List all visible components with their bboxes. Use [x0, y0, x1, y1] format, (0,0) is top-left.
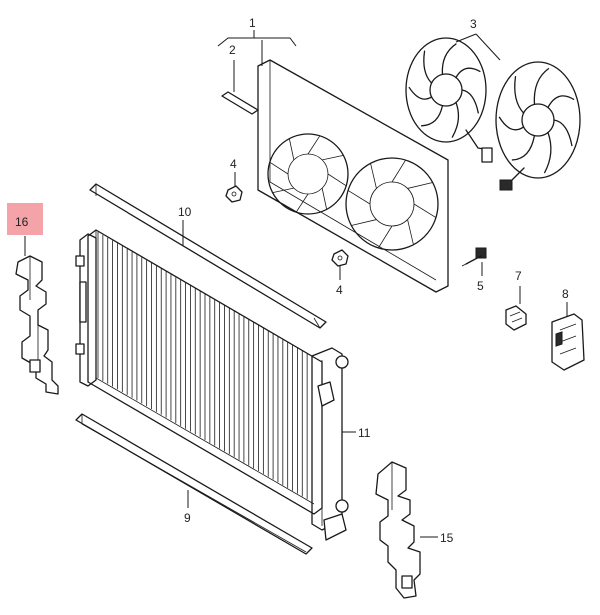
callout-8-label[interactable]: 8 — [562, 287, 569, 301]
drawing-stroke — [295, 193, 309, 213]
fan-blade — [498, 116, 525, 131]
drawing-stroke — [327, 173, 347, 187]
callout-2-label[interactable]: 2 — [229, 43, 236, 57]
drawing-stroke — [370, 163, 377, 189]
callout-10-label[interactable]: 10 — [178, 205, 192, 219]
fan-blade — [511, 134, 536, 161]
drawing-stroke — [413, 203, 437, 218]
fan-blade — [514, 75, 525, 114]
part-11-right-tank[interactable] — [311, 347, 349, 541]
part-5-bolt[interactable] — [461, 247, 487, 267]
callout-4a-label[interactable]: 4 — [230, 157, 237, 171]
part-3-fan-left[interactable] — [405, 37, 493, 163]
callout-16-label[interactable]: 16 — [15, 215, 29, 229]
fan-blade — [423, 50, 433, 84]
part-15-air-guide[interactable] — [375, 461, 421, 599]
drawing-stroke — [347, 190, 371, 205]
fan-blade — [451, 101, 460, 138]
part-9-lower-seal[interactable] — [75, 413, 313, 555]
fan-blade — [441, 43, 457, 76]
fan-blade — [408, 86, 433, 100]
radiator-left-tank[interactable] — [75, 233, 97, 387]
drawing-stroke — [307, 135, 321, 155]
part-3-fan-right[interactable] — [495, 61, 581, 191]
callout-9-label[interactable]: 9 — [184, 511, 191, 525]
drawing-stroke — [351, 219, 377, 226]
callout-15-label[interactable]: 15 — [440, 531, 454, 545]
callout-3-label[interactable]: 3 — [470, 17, 477, 31]
drawing-stroke — [272, 187, 294, 194]
drawing-stroke — [378, 225, 393, 249]
callout-5-label[interactable]: 5 — [477, 279, 484, 293]
part-7-clip[interactable] — [505, 305, 527, 331]
fan-blade — [553, 119, 573, 147]
radiator-core[interactable] — [87, 229, 323, 515]
part-2-seal-strip[interactable] — [221, 91, 259, 115]
fan-blade — [547, 95, 575, 109]
drawing-stroke — [407, 219, 414, 245]
part-10-upper-seal[interactable] — [89, 183, 327, 329]
part-4-nut-lower[interactable] — [331, 249, 349, 267]
drawing-stroke — [407, 182, 433, 189]
callout-11-label[interactable]: 11 — [358, 426, 371, 440]
callout-16-highlight — [7, 203, 43, 235]
drawing-stroke — [269, 161, 289, 175]
fan-blade — [455, 67, 481, 79]
drawing-stroke — [321, 188, 328, 210]
drawing-stroke — [288, 138, 295, 160]
part-8-bracket[interactable] — [551, 313, 585, 371]
part-1-fan-shroud[interactable] — [257, 59, 449, 293]
drawing-stroke — [322, 154, 344, 161]
callout-1-label[interactable]: 1 — [249, 16, 256, 30]
fan-blade — [461, 89, 479, 114]
drawing-stroke — [391, 159, 406, 183]
callout-7-label[interactable]: 7 — [515, 269, 522, 283]
part-4-nut-upper[interactable] — [225, 185, 243, 203]
callout-4b-label[interactable]: 4 — [336, 283, 343, 297]
fan-blade — [544, 131, 552, 174]
fan-blade — [533, 68, 550, 106]
part-16-air-guide[interactable] — [15, 255, 59, 395]
fan-blade — [420, 104, 444, 127]
